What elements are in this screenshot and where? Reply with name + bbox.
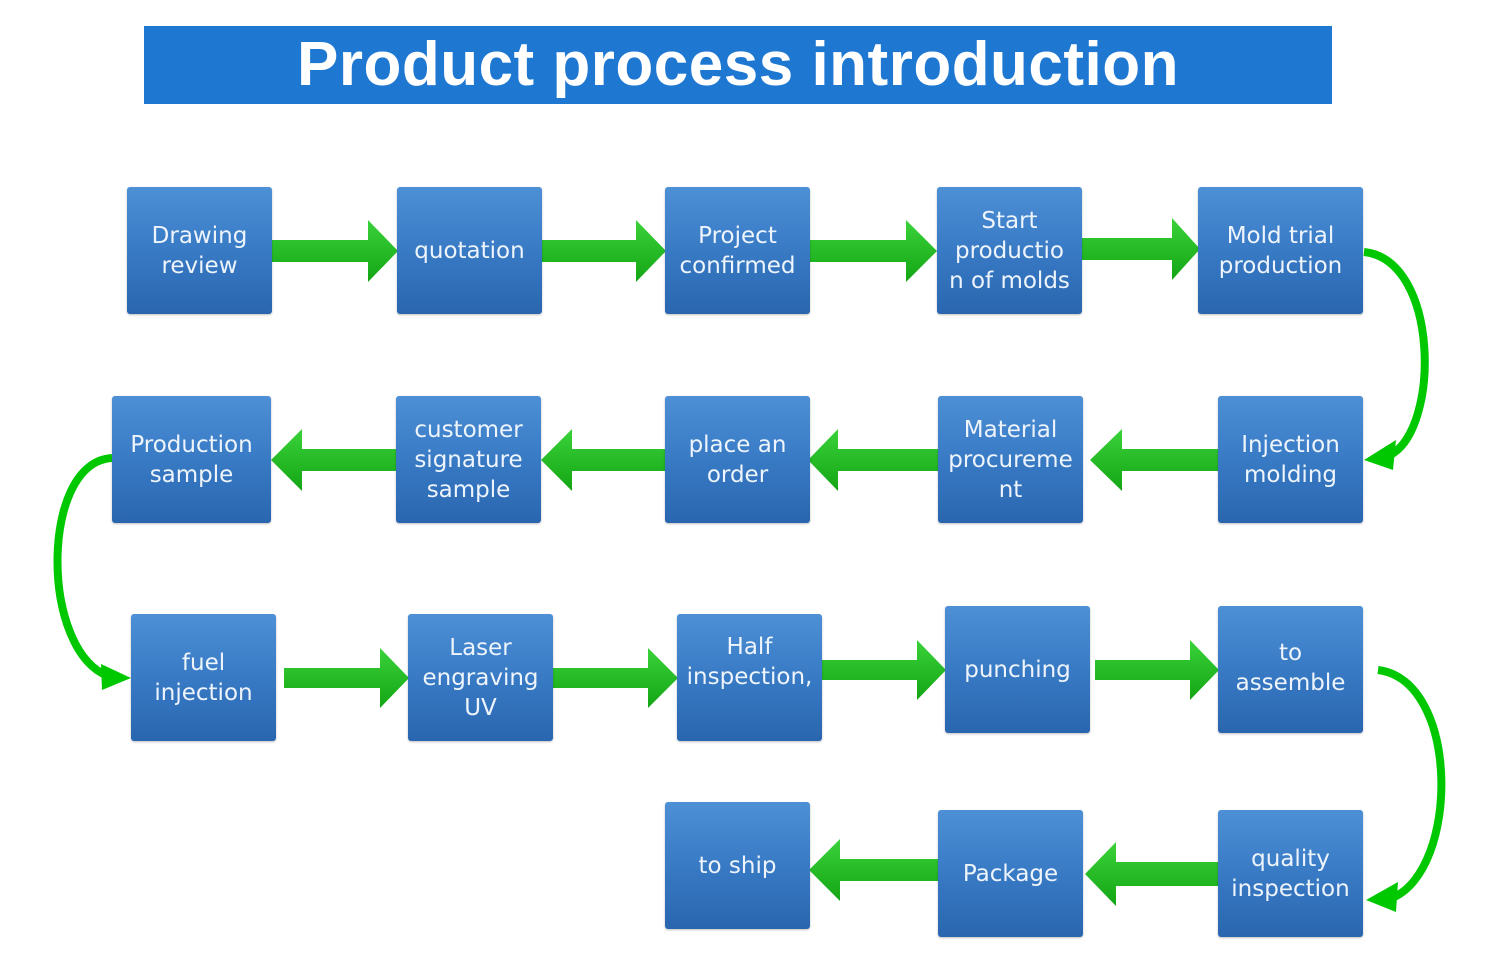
curve-arrow-2	[53, 454, 113, 680]
step-label: fuel injection	[154, 649, 253, 706]
step-label: Injection molding	[1241, 431, 1340, 488]
step-label: Half inspection,	[686, 634, 813, 690]
step-customer-signature-sample: customer signature sample	[396, 396, 541, 523]
arrow-left-2	[808, 429, 938, 491]
step-quality-inspection: quality inspection	[1218, 810, 1363, 937]
step-label: Start productio n of molds	[949, 207, 1070, 294]
step-mold-trial-production: Mold trial production	[1198, 187, 1363, 314]
step-label: Project confirmed	[679, 222, 796, 279]
step-place-an-order: place an order	[665, 396, 810, 523]
step-package: Package	[938, 810, 1083, 937]
arrow-right-5	[284, 648, 409, 708]
step-label: Package	[962, 860, 1059, 887]
curve-arrowhead-1	[1364, 440, 1396, 470]
step-material-procurement: Material procureme nt	[938, 396, 1083, 523]
step-to-assemble: to assemble	[1218, 606, 1363, 733]
step-label: punching	[964, 656, 1071, 683]
step-fuel-injection: fuel injection	[131, 614, 276, 741]
curve-arrowhead-3	[1366, 882, 1398, 912]
step-to-ship: to ship	[665, 802, 810, 929]
step-label: Production sample	[130, 431, 253, 488]
curve-arrow-3	[1377, 666, 1446, 902]
step-injection-molding: Injection molding	[1218, 396, 1363, 523]
curve-arrow-1	[1363, 248, 1429, 459]
step-label: to assemble	[1235, 640, 1346, 696]
step-label: Material procureme nt	[948, 416, 1073, 503]
step-label: quotation	[414, 237, 525, 264]
page-title: Product process introduction	[296, 30, 1180, 99]
step-label: customer signature sample	[414, 416, 523, 503]
arrow-right-6	[553, 648, 678, 708]
arrow-right-1	[272, 220, 398, 282]
step-label: Drawing review	[151, 222, 248, 279]
title-banner: Product process introduction	[144, 26, 1332, 104]
arrow-right-7	[822, 640, 946, 700]
step-label: Mold trial production	[1218, 222, 1343, 279]
arrow-left-6	[809, 839, 938, 901]
arrow-right-4	[1082, 218, 1200, 280]
arrow-right-8	[1095, 640, 1219, 700]
step-half-inspection: Half inspection,	[677, 614, 822, 741]
step-laser-engraving-uv: Laser engraving UV	[408, 614, 553, 741]
arrow-left-1	[1090, 429, 1226, 491]
step-drawing-review: Drawing review	[127, 187, 272, 314]
step-production-sample: Production sample	[112, 396, 271, 523]
step-quotation: quotation	[397, 187, 542, 314]
arrow-left-4	[271, 429, 397, 491]
arrow-left-5	[1085, 842, 1219, 906]
arrow-right-3	[810, 220, 937, 282]
step-project-confirmed: Project confirmed	[665, 187, 810, 314]
step-start-production-of-molds: Start productio n of molds	[937, 187, 1082, 314]
arrow-right-2	[542, 220, 666, 282]
arrow-left-3	[541, 429, 665, 491]
curve-arrowhead-2	[101, 664, 131, 690]
step-label: quality inspection	[1231, 845, 1350, 902]
step-label: place an order	[688, 431, 787, 488]
step-label: to ship	[698, 852, 777, 879]
step-label: Laser engraving UV	[422, 634, 539, 721]
step-punching: punching	[945, 606, 1090, 733]
